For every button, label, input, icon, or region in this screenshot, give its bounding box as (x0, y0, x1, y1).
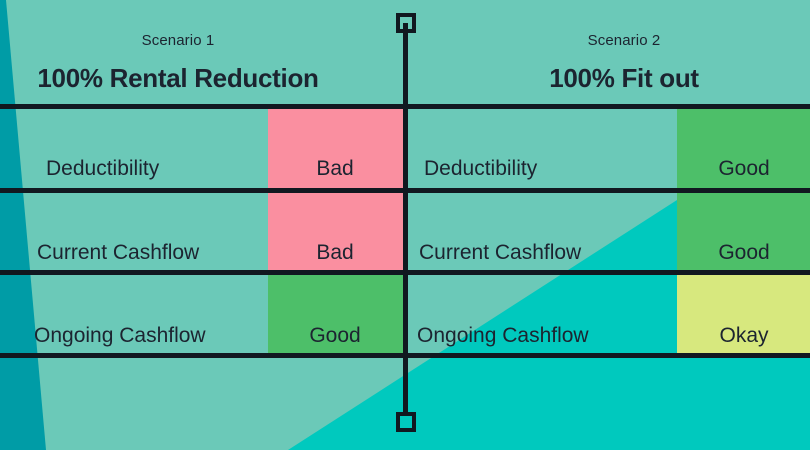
row-label-s1-ongoing-cashflow: Ongoing Cashflow (34, 324, 206, 347)
rating-cell-s2-deductibility (677, 108, 810, 188)
row-rating-s2-deductibility: Good (718, 157, 770, 180)
row-rating-s1-current-cashflow: Bad (316, 241, 354, 264)
scenario-1-eyebrow: Scenario 1 (141, 32, 215, 49)
row-rating-s2-ongoing-cashflow: Okay (719, 324, 769, 347)
center-divider-line-upper (403, 23, 408, 105)
rating-cell-s1-ongoing-cashflow (268, 275, 403, 353)
bottom-square-handle[interactable] (396, 412, 416, 432)
scenario-2-title: 100% Fit out (549, 63, 699, 93)
rating-cell-s1-deductibility (268, 108, 403, 188)
rating-cell-s2-ongoing-cashflow (677, 275, 810, 353)
rating-cell-s2-current-cashflow (677, 193, 810, 270)
row-rating-s2-current-cashflow: Good (718, 241, 770, 264)
row-label-s2-deductibility: Deductibility (424, 157, 538, 180)
scenario-2-eyebrow: Scenario 2 (587, 32, 661, 49)
top-square-handle[interactable] (396, 13, 416, 33)
row-rating-s1-deductibility: Bad (316, 157, 354, 180)
center-divider-line-lower (403, 353, 408, 413)
row-rating-s1-ongoing-cashflow: Good (309, 324, 361, 347)
row-label-s2-current-cashflow: Current Cashflow (419, 241, 582, 264)
row-label-s2-ongoing-cashflow: Ongoing Cashflow (417, 324, 589, 347)
row-label-s1-current-cashflow: Current Cashflow (37, 241, 200, 264)
rating-cell-s1-current-cashflow (268, 193, 403, 270)
scenario-1-title: 100% Rental Reduction (37, 63, 319, 93)
center-divider-line-table (403, 104, 408, 358)
row-label-s1-deductibility: Deductibility (46, 157, 160, 180)
